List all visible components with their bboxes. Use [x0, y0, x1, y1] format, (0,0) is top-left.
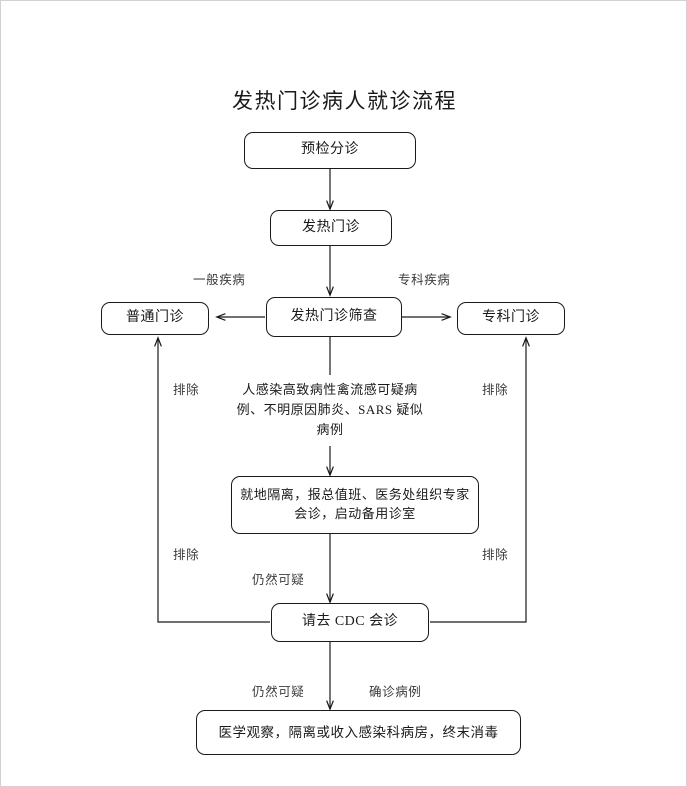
- edge-label-confirmed-case: 确诊病例: [369, 685, 422, 699]
- suspect-case-line-3: 病例: [316, 422, 344, 438]
- node-general-clinic[interactable]: 普通门诊: [101, 302, 209, 335]
- node-observation[interactable]: 医学观察，隔离或收入感染科病房，终末消毒: [196, 710, 521, 755]
- node-cdc[interactable]: 请去 CDC 会诊: [271, 603, 429, 642]
- node-isolate-label: 就地隔离，报总值班、医务处组织专家会诊，启动备用诊室: [240, 487, 470, 521]
- node-isolate[interactable]: 就地隔离，报总值班、医务处组织专家会诊，启动备用诊室: [231, 476, 479, 534]
- edge-exclude-right-return: [430, 338, 526, 623]
- node-specialist-clinic[interactable]: 专科门诊: [457, 302, 565, 335]
- page-title: 发热门诊病人就诊流程: [232, 89, 457, 113]
- suspect-case-line-1: 人感染高致病性禽流感可疑病: [242, 382, 418, 397]
- edge-exclude-left-return: [158, 338, 270, 623]
- edge-label-still-suspect-upper: 仍然可疑: [252, 573, 305, 587]
- edge-label-exclude-right-upper: 排除: [482, 383, 509, 397]
- node-fever-clinic-label: 发热门诊: [302, 219, 360, 235]
- edge-label-general-disease: 一般疾病: [193, 273, 246, 287]
- node-triage-label: 预检分诊: [301, 142, 359, 158]
- node-observation-label: 医学观察，隔离或收入感染科病房，终末消毒: [218, 724, 499, 740]
- node-screening[interactable]: 发热门诊筛查: [266, 297, 402, 337]
- edge-label-exclude-right-lower: 排除: [482, 548, 509, 562]
- node-specialist-clinic-label: 专科门诊: [482, 310, 540, 326]
- edge-label-specialist-disease: 专科疾病: [398, 273, 451, 287]
- node-screening-label: 发热门诊筛查: [290, 308, 378, 324]
- edge-label-exclude-left-lower: 排除: [173, 548, 200, 562]
- suspect-case-text: 人感染高致病性禽流感可疑病 例、不明原因肺炎、SARS 疑似 病例: [235, 380, 425, 440]
- node-cdc-label: 请去 CDC 会诊: [301, 614, 399, 630]
- suspect-case-line-2: 例、不明原因肺炎、SARS 疑似: [236, 402, 424, 418]
- node-general-clinic-label: 普通门诊: [126, 310, 184, 326]
- edge-label-exclude-left-upper: 排除: [173, 383, 200, 397]
- node-triage[interactable]: 预检分诊: [244, 132, 416, 169]
- edge-label-still-suspect-lower: 仍然可疑: [252, 685, 305, 699]
- node-fever-clinic[interactable]: 发热门诊: [270, 210, 392, 246]
